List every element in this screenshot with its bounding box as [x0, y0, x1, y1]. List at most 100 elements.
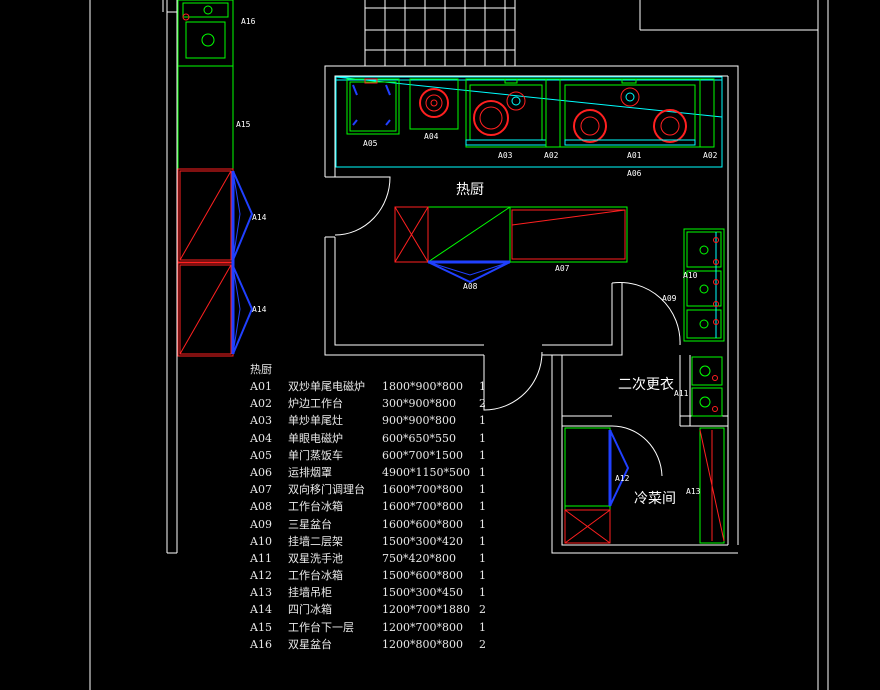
legend-qty: 1 — [479, 465, 486, 479]
legend-code: A12 — [250, 569, 272, 583]
legend-code: A10 — [250, 534, 272, 548]
legend-qty: 1 — [479, 431, 486, 445]
tag-a02-right: A02 — [703, 151, 718, 160]
tag-a01: A01 — [627, 151, 642, 160]
legend-size: 300*900*800 — [382, 397, 456, 411]
legend-size: 600*700*1500 — [382, 448, 463, 462]
legend-qty: 1 — [479, 483, 486, 497]
legend-size: 900*900*800 — [382, 414, 456, 428]
legend-qty: 2 — [479, 603, 486, 617]
tag-a03: A03 — [498, 151, 513, 160]
tag-a07: A07 — [555, 264, 570, 273]
legend-name: 双星盆台 — [288, 637, 332, 651]
walls — [89, 0, 829, 690]
legend-title: 热厨 — [250, 363, 272, 376]
legend-code: A03 — [250, 414, 272, 428]
door-cold-room — [611, 425, 663, 477]
legend-size: 1500*600*800 — [382, 569, 463, 583]
legend-qty: 1 — [479, 551, 486, 565]
legend-size: 1600*700*800 — [382, 500, 463, 514]
legend-name: 工作台冰箱 — [288, 500, 343, 514]
legend-qty: 1 — [479, 500, 486, 514]
door-hot-kitchen-bottom — [483, 351, 543, 411]
equipment-tags: A16 A15 A14 A14 A05 A04 A03 A02 A01 A02 … — [236, 17, 718, 496]
legend-name: 单眼电磁炉 — [288, 431, 343, 445]
legend-row: A08 工作台冰箱 1600*700*800 1 — [250, 498, 510, 515]
legend-qty: 1 — [479, 517, 486, 531]
legend-row: A07 双向移门调理台 1600*700*800 1 — [250, 481, 510, 498]
legend-row: A05 单门蒸饭车 600*700*1500 1 — [250, 447, 510, 464]
legend-qty: 1 — [479, 569, 486, 583]
legend-name: 工作台下一层 — [288, 620, 354, 634]
legend-size: 1200*700*1880 — [382, 603, 470, 617]
right-wall-equipment — [683, 228, 725, 417]
legend-name: 双星洗手池 — [288, 551, 343, 565]
legend-code: A14 — [250, 603, 272, 617]
tag-a15: A15 — [236, 120, 251, 129]
tag-a12: A12 — [615, 474, 630, 483]
legend-qty: 1 — [479, 620, 486, 634]
legend-size: 1200*700*800 — [382, 620, 463, 634]
legend-code: A07 — [250, 483, 272, 497]
door-hot-kitchen-left — [334, 176, 391, 236]
legend-code: A05 — [250, 448, 272, 462]
tag-a02-left: A02 — [544, 151, 559, 160]
legend-size: 1500*300*450 — [382, 586, 463, 600]
tag-a10: A10 — [683, 271, 698, 280]
legend-name: 双炒单尾电磁炉 — [288, 380, 365, 393]
legend-size: 4900*1150*500 — [382, 465, 470, 479]
tag-a14-lower: A14 — [252, 305, 267, 314]
legend-row: A15 工作台下一层 1200*700*800 1 — [250, 619, 510, 636]
legend-code: A06 — [250, 465, 272, 479]
legend-code: A08 — [250, 500, 272, 514]
tag-a06: A06 — [627, 169, 642, 178]
legend-size: 1600*700*800 — [382, 483, 463, 497]
door-changing-room — [611, 281, 681, 346]
legend-row: A02 炉边工作台 300*900*800 2 — [250, 395, 510, 412]
legend-code: A15 — [250, 620, 272, 634]
legend-size: 1600*600*800 — [382, 517, 463, 531]
legend-qty: 2 — [479, 397, 486, 411]
legend-row: A03 单炒单尾灶 900*900*800 1 — [250, 412, 510, 429]
cold-room-equipment — [564, 427, 725, 544]
legend-qty: 1 — [479, 534, 486, 548]
legend-size: 1200*800*800 — [382, 637, 463, 651]
legend-name: 四门冰箱 — [288, 603, 332, 617]
legend-size: 750*420*800 — [382, 551, 456, 565]
legend-name: 炉边工作台 — [288, 397, 343, 411]
legend-name: 单炒单尾灶 — [288, 414, 343, 428]
legend-name: 挂墙吊柜 — [288, 586, 332, 600]
tag-a14-upper: A14 — [252, 213, 267, 222]
legend-code: A04 — [250, 431, 272, 445]
legend-qty: 1 — [479, 448, 486, 462]
legend-name: 三星盆台 — [288, 517, 332, 531]
tag-a11: A11 — [674, 389, 689, 398]
tag-a04: A04 — [424, 132, 439, 141]
legend-code: A16 — [250, 637, 272, 651]
legend-name: 单门蒸饭车 — [288, 448, 343, 462]
legend-qty: 1 — [479, 380, 486, 393]
island-equipment — [394, 206, 628, 284]
corridor-equipment — [177, 0, 254, 357]
legend-name: 双向移门调理台 — [288, 483, 365, 497]
legend-qty: 1 — [479, 414, 486, 428]
tag-a08: A08 — [463, 282, 478, 291]
legend-qty: 1 — [479, 586, 486, 600]
legend-name: 挂墙二层架 — [288, 534, 343, 548]
legend-row: A04 单眼电磁炉 600*650*550 1 — [250, 430, 510, 447]
legend-size: 600*650*550 — [382, 431, 456, 445]
tag-a13: A13 — [686, 487, 701, 496]
legend-code: A02 — [250, 397, 272, 411]
tag-a09: A09 — [662, 294, 677, 303]
legend-qty: 2 — [479, 637, 486, 651]
legend-code: A01 — [250, 380, 272, 393]
